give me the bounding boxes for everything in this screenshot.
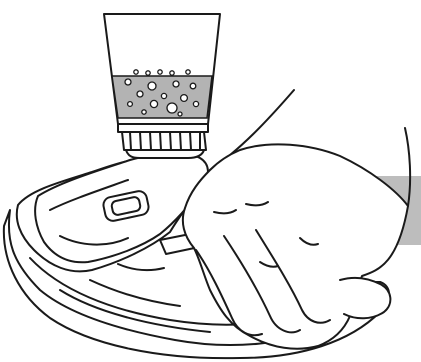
hand-icon <box>183 90 410 349</box>
threaded-neck-icon <box>118 124 208 158</box>
container-icon <box>104 14 220 124</box>
